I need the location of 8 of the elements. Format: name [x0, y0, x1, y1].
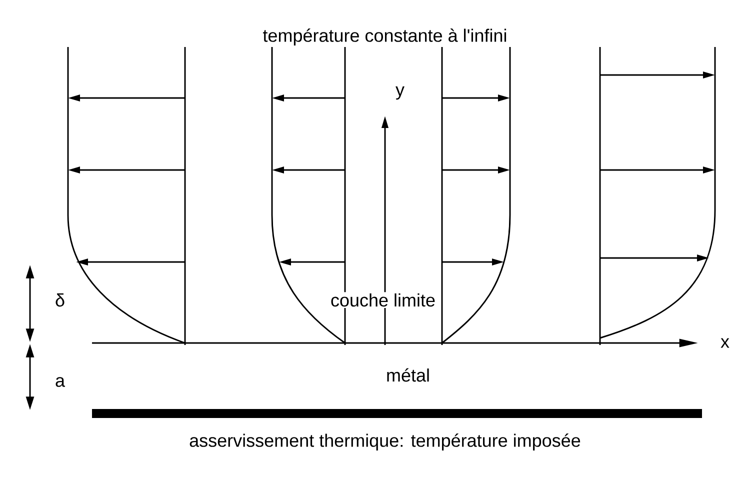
dimension-label: δ — [56, 293, 64, 307]
axis-label: x — [720, 338, 730, 348]
axis-label: y — [396, 86, 404, 100]
dimension-label: a — [56, 377, 66, 387]
region-label: couche limite — [329, 292, 437, 308]
caption-text: asservissement thermique: température imposée — [190, 434, 580, 450]
region-label: métal — [387, 368, 429, 382]
title: température constante à l'infini — [263, 28, 506, 46]
